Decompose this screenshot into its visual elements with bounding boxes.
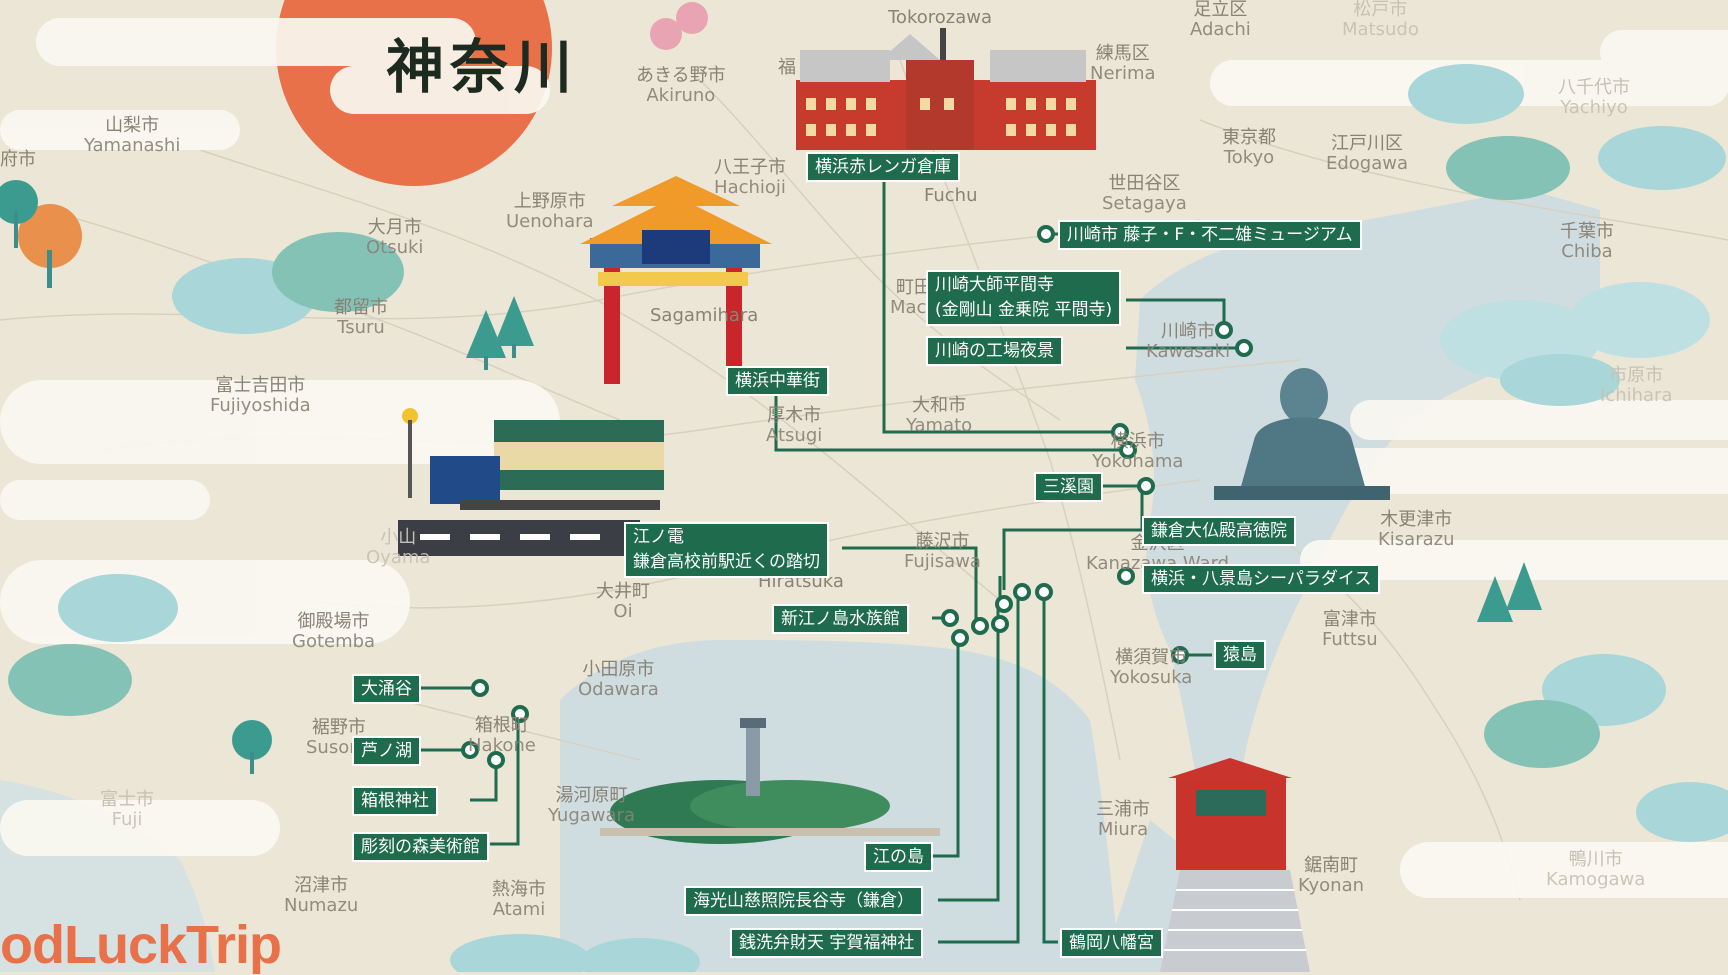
spot-label-enoshima-aquarium[interactable]: 新江ノ島水族館 — [772, 604, 909, 634]
spot-label-sarushima[interactable]: 猿島 — [1214, 640, 1266, 670]
spot-label-hakkeijima[interactable]: 横浜・八景島シーパラダイス — [1142, 564, 1381, 594]
spot-label-line: 鎌倉高校前駅近くの踏切 — [633, 552, 820, 572]
daibutsu-illustration — [1214, 368, 1390, 500]
red-brick-warehouse-illustration — [796, 28, 1096, 150]
connector-dots — [461, 225, 1253, 769]
clouds — [0, 18, 1728, 898]
city-label: 府市 — [0, 149, 36, 170]
spot-label-enoden[interactable]: 江ノ電 鎌倉高校前駅近くの踏切 — [624, 522, 829, 578]
spot-label-kawasaki-fujiko[interactable]: 川崎市 藤子・F・不二雄ミュージアム — [1058, 220, 1362, 250]
spot-label-kamakura-daibutsu[interactable]: 鎌倉大仏殿高徳院 — [1142, 516, 1296, 546]
spot-label-hakone-open-air[interactable]: 彫刻の森美術館 — [352, 832, 489, 862]
chinatown-gate-illustration — [580, 176, 772, 384]
spot-label-owakudani[interactable]: 大涌谷 — [352, 674, 421, 704]
spot-label-enoshima[interactable]: 江の島 — [864, 842, 933, 872]
tree-icons — [0, 2, 1542, 774]
spot-label-yokohama-red-brick[interactable]: 横浜赤レンガ倉庫 — [806, 152, 960, 182]
spot-label-line: 江ノ電 — [633, 527, 684, 547]
spot-label-line: 川崎大師平間寺 — [935, 275, 1054, 295]
spot-label-hakone-shrine[interactable]: 箱根神社 — [352, 786, 438, 816]
spot-label-kawasaki-daishi[interactable]: 川崎大師平間寺 (金剛山 金乗院 平間寺) — [926, 270, 1122, 326]
city-label: Tokorozawa — [888, 7, 992, 28]
spot-label-ashinoko[interactable]: 芦ノ湖 — [352, 736, 421, 766]
map-title: 神奈川 — [386, 33, 579, 101]
spot-label-line: (金剛山 金乗院 平間寺) — [935, 300, 1113, 320]
enoshima-island-illustration — [600, 718, 940, 844]
enoden-train-illustration — [398, 408, 664, 556]
connector-lines — [416, 176, 1244, 944]
brand-logo: odLuckTrip — [0, 915, 282, 975]
spot-label-tsurugaoka[interactable]: 鶴岡八幡宮 — [1060, 928, 1163, 958]
spot-label-zeniarai[interactable]: 銭洗弁財天 宇賀福神社 — [730, 928, 924, 958]
spot-label-yokohama-chinatown[interactable]: 横浜中華街 — [726, 366, 829, 396]
spot-label-hasedera[interactable]: 海光山慈照院長谷寺（鎌倉） — [684, 886, 923, 916]
pine-bushes — [8, 64, 1728, 972]
city-label: 福 — [778, 57, 796, 78]
tsurugaoka-shrine-illustration — [1160, 758, 1310, 972]
spot-label-sankeien[interactable]: 三溪園 — [1034, 472, 1103, 502]
city-label: Sagamihara — [650, 305, 759, 326]
city-label: Fuchu — [924, 185, 978, 206]
spot-label-kawasaki-factory[interactable]: 川崎の工場夜景 — [926, 336, 1063, 366]
